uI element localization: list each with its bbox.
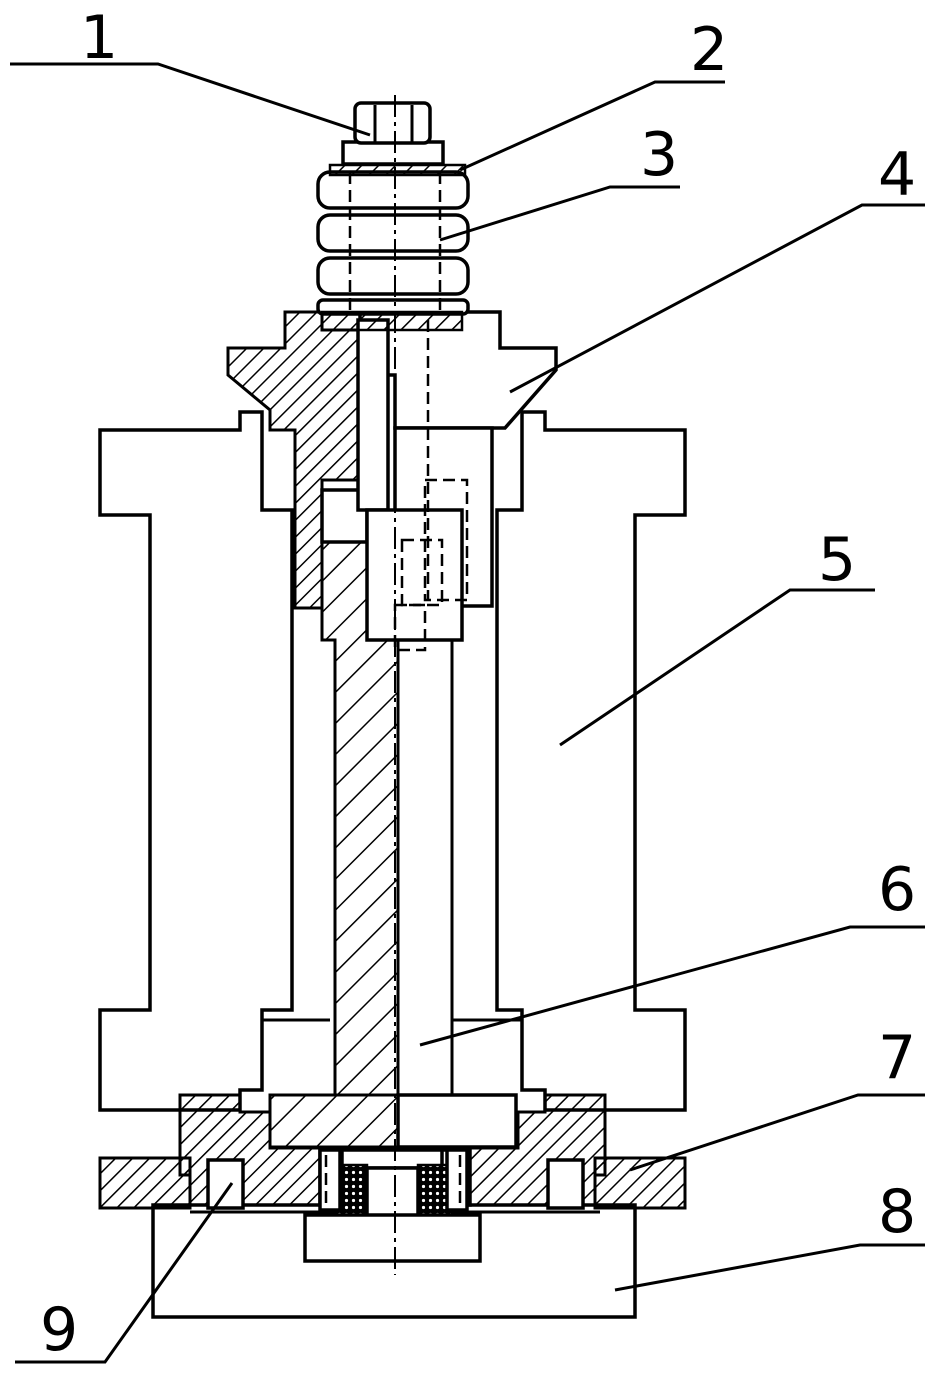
top-flange-part-4: [320, 310, 558, 608]
bottom-flange-part-7: [98, 1093, 687, 1214]
part-labels: 1 2 3 4 5 6 7 8 9: [40, 3, 916, 1365]
label-2: 2: [690, 15, 728, 85]
label-5: 5: [818, 525, 856, 595]
label-7: 7: [878, 1023, 916, 1093]
bolt-head-part-1: [353, 101, 432, 145]
central-shaft-part-6: [268, 538, 518, 1149]
label-3: 3: [640, 120, 678, 190]
main-body-part-5: [98, 410, 687, 1112]
label-6: 6: [878, 855, 916, 925]
screw-rod: [356, 318, 469, 652]
bottom-bushing: [303, 1148, 482, 1263]
label-1: 1: [80, 3, 118, 73]
top-sleeve: [226, 310, 362, 610]
label-9: 9: [40, 1295, 78, 1365]
washer-part-2: [328, 140, 467, 177]
spring-stack-part-3: [316, 170, 470, 332]
label-8: 8: [878, 1177, 916, 1247]
label-4: 4: [878, 140, 916, 210]
leader-lines: [10, 62, 925, 1364]
